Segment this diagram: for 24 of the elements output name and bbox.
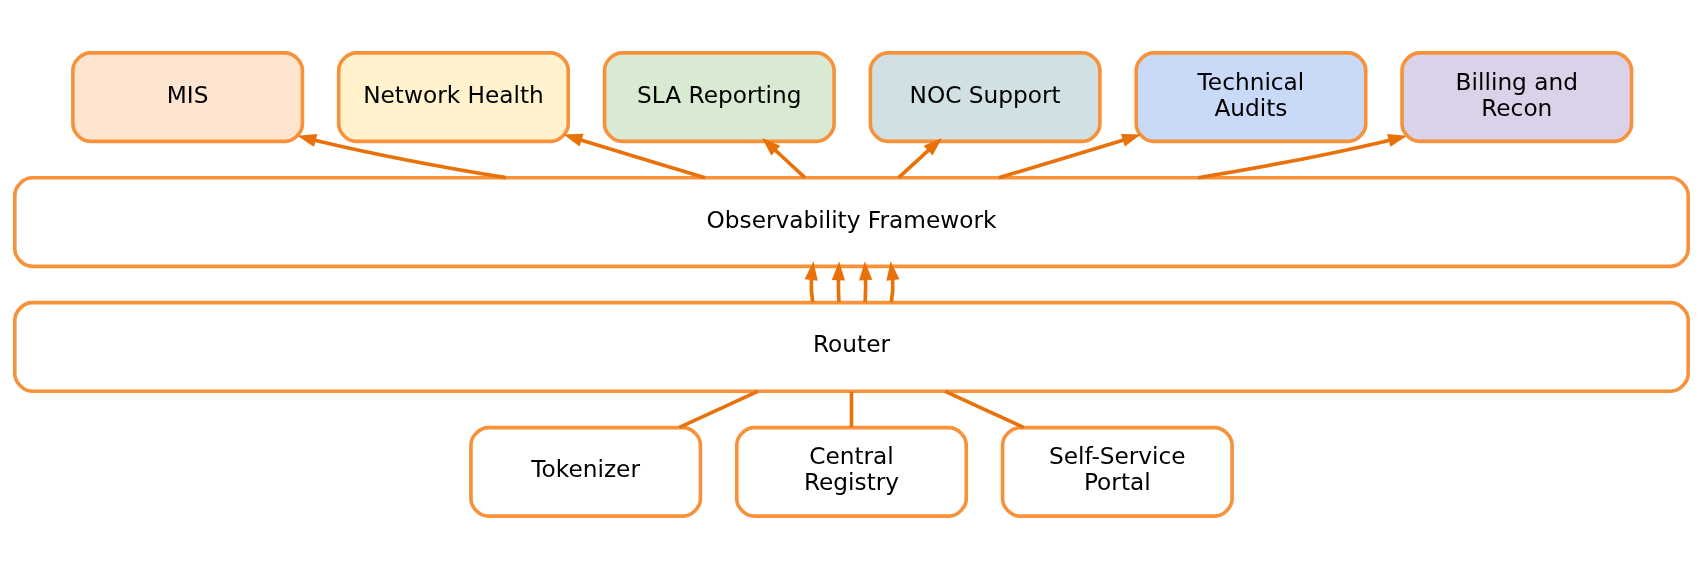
connector	[678, 389, 759, 429]
arrow	[297, 133, 507, 179]
node-box: MIS	[71, 50, 305, 143]
connector	[849, 391, 854, 427]
arrow	[886, 260, 900, 302]
connector	[944, 389, 1025, 429]
node-box: Self-Service Portal	[1000, 425, 1234, 518]
node-box: Billing and Recon	[1400, 50, 1634, 143]
arrow	[998, 133, 1141, 179]
node-box: Observability Framework	[13, 175, 1690, 268]
node-box: NOC Support	[868, 50, 1102, 143]
node-box: SLA Reporting	[602, 50, 836, 143]
arrow	[563, 133, 706, 179]
node-box: Technical Audits	[1134, 50, 1368, 143]
arrow	[831, 260, 846, 302]
node-box: Network Health	[336, 50, 571, 143]
node-box: Router	[13, 300, 1690, 393]
node-box: Central Registry	[734, 425, 969, 518]
arrow	[804, 260, 818, 302]
arrow	[859, 260, 873, 302]
arrow	[761, 137, 807, 179]
arrow	[1197, 133, 1408, 179]
arrow	[897, 137, 943, 179]
node-box: Tokenizer	[469, 425, 703, 518]
